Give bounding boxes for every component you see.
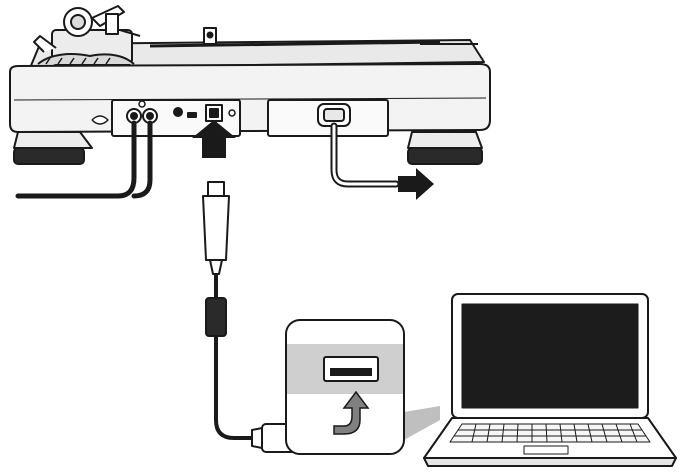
laptop-icon [423,293,677,467]
inset-pointer [404,406,440,440]
usb-b-port-icon [205,104,223,122]
side-oval [91,115,109,125]
power-cable [330,122,400,188]
ferrite-core [205,297,227,337]
laptop-keyboard [449,423,651,455]
usb-b-strain-relief [209,259,223,275]
laptop-touchpad [523,445,569,455]
body-seam [13,97,487,101]
usb-a-insert-arrow [333,390,370,435]
switch-icon [187,112,197,118]
usb-a-strain-relief [251,427,263,449]
tonearm-icon [33,5,141,65]
usb-b-insert-arrow [192,120,236,158]
power-cable-out-arrow [398,168,434,200]
usb-b-plug-tip [207,181,225,197]
foot-right [407,131,483,165]
usb-cable-icon [202,181,329,453]
usb-port-closeup [285,319,440,455]
usb-a-port-tongue [330,368,372,376]
port-screw [228,109,236,117]
cable-segment-lower [214,336,252,440]
turntable-rear-view [9,5,491,165]
laptop-screen [461,303,639,409]
rca-jacks-icon [126,100,158,124]
laptop-base-edge [423,457,677,467]
usb-b-plug-body [202,195,230,261]
foot-left [13,131,93,165]
ground-screw-icon [173,107,183,117]
top-post-hole [206,31,214,39]
audio-cable [15,120,153,199]
platter-rim [149,40,441,48]
